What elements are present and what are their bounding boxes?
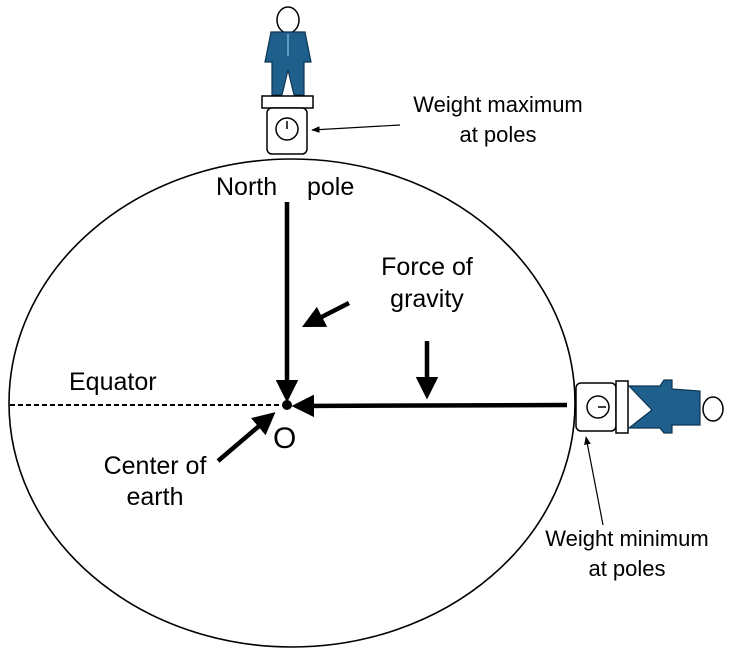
north-label: North bbox=[216, 173, 277, 201]
weighing-scale-top-icon bbox=[261, 95, 314, 155]
weight-min-pointer bbox=[584, 436, 604, 526]
weight-max-label-line2: at poles bbox=[459, 122, 536, 147]
person-lying-icon bbox=[627, 379, 724, 434]
equator-label: Equator bbox=[69, 368, 157, 396]
force-pointer-arrow-diagonal bbox=[301, 300, 351, 328]
earth-outline bbox=[8, 158, 576, 648]
weight-min-label-line2: at poles bbox=[588, 556, 665, 581]
force-label-line1: Force of bbox=[381, 253, 473, 281]
weight-max-pointer bbox=[311, 124, 401, 133]
weighing-scale-side-icon bbox=[575, 380, 629, 434]
center-label-line2: earth bbox=[127, 483, 184, 511]
weight-max-label-line1: Weight maximum bbox=[413, 92, 583, 117]
center-point-label: O bbox=[273, 422, 296, 455]
force-label-line2: gravity bbox=[390, 285, 464, 313]
gravity-line-equator bbox=[291, 394, 568, 418]
person-standing-icon bbox=[264, 6, 312, 96]
center-label-line1: Center of bbox=[104, 452, 207, 480]
center-point-dot bbox=[282, 400, 292, 410]
center-pointer-arrow bbox=[216, 412, 276, 463]
pole-label: pole bbox=[307, 173, 354, 201]
weight-min-label-line1: Weight minimum bbox=[545, 526, 708, 551]
